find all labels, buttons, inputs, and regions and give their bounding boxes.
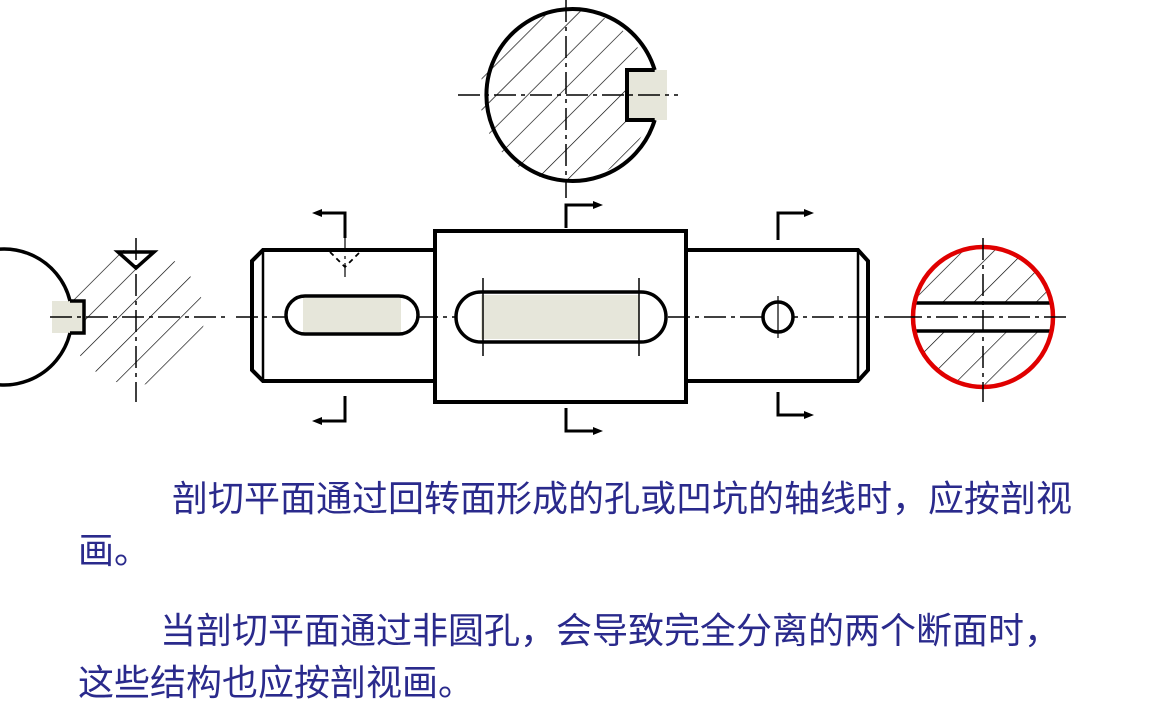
cutting-plane-center (564, 201, 603, 435)
cutting-plane-right (776, 209, 814, 419)
shaft-section-drawing (0, 0, 1066, 435)
shaft-main-view (236, 212, 900, 404)
section-right-through-hole (900, 238, 1066, 402)
section-left-keyway (0, 238, 226, 402)
explanation-paragraph-2: 当剖切平面通过非圆孔，会导致完全分离的两个断面时，这些结构也应按剖视画。 (78, 611, 1061, 704)
shaft-left-segment (250, 238, 437, 383)
shaft-right-segment (684, 248, 870, 383)
section-top-keyway (458, 0, 678, 198)
cutting-plane-left (312, 209, 347, 425)
explanation-paragraph-1: 剖切平面通过回转面形成的孔或凹坑的轴线时，应按剖视画。 (78, 479, 1073, 572)
shaft-center-collar (433, 212, 688, 404)
cutting-plane-markers (312, 201, 814, 435)
